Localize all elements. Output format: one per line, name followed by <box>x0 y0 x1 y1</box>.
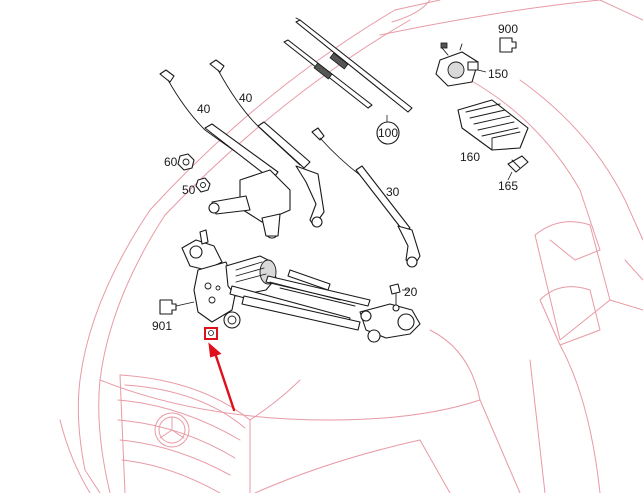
wiper-arm-40-left: 40 <box>159 69 291 239</box>
car-body-outline <box>59 0 643 493</box>
label-50: 50 <box>182 183 196 197</box>
label-40-left: 40 <box>197 102 211 116</box>
label-150: 150 <box>488 67 508 81</box>
highlight-box <box>204 327 218 340</box>
nut-60: 60 <box>164 153 195 171</box>
label-900: 900 <box>498 22 518 36</box>
connector-plug-icon <box>159 299 177 315</box>
bolt-20: 20 <box>389 283 418 312</box>
wiper-blade-100: 100 <box>283 17 413 145</box>
label-60: 60 <box>164 155 178 169</box>
connector-plug-icon <box>499 37 517 53</box>
label-30: 30 <box>386 185 400 199</box>
label-165: 165 <box>498 179 518 193</box>
nut-50: 50 <box>182 177 211 197</box>
highlight-marker <box>204 327 218 340</box>
clip-165: 165 <box>498 155 529 193</box>
wiper-arm-30: 30 <box>311 127 421 268</box>
wiper-arm-40-right: 40 <box>209 59 325 228</box>
label-40-right: 40 <box>239 91 253 105</box>
red-pointer-arrow <box>208 342 236 412</box>
label-160: 160 <box>460 150 480 164</box>
label-20: 20 <box>404 285 418 299</box>
label-901: 901 <box>152 319 172 333</box>
wiper-linkage-assembly <box>181 229 421 343</box>
cover-160: 160 <box>457 99 529 164</box>
connector-901: 901 <box>152 299 195 333</box>
washer-pump-150: 150 <box>435 42 508 87</box>
connector-900: 900 <box>498 22 518 53</box>
label-100: 100 <box>378 126 398 140</box>
